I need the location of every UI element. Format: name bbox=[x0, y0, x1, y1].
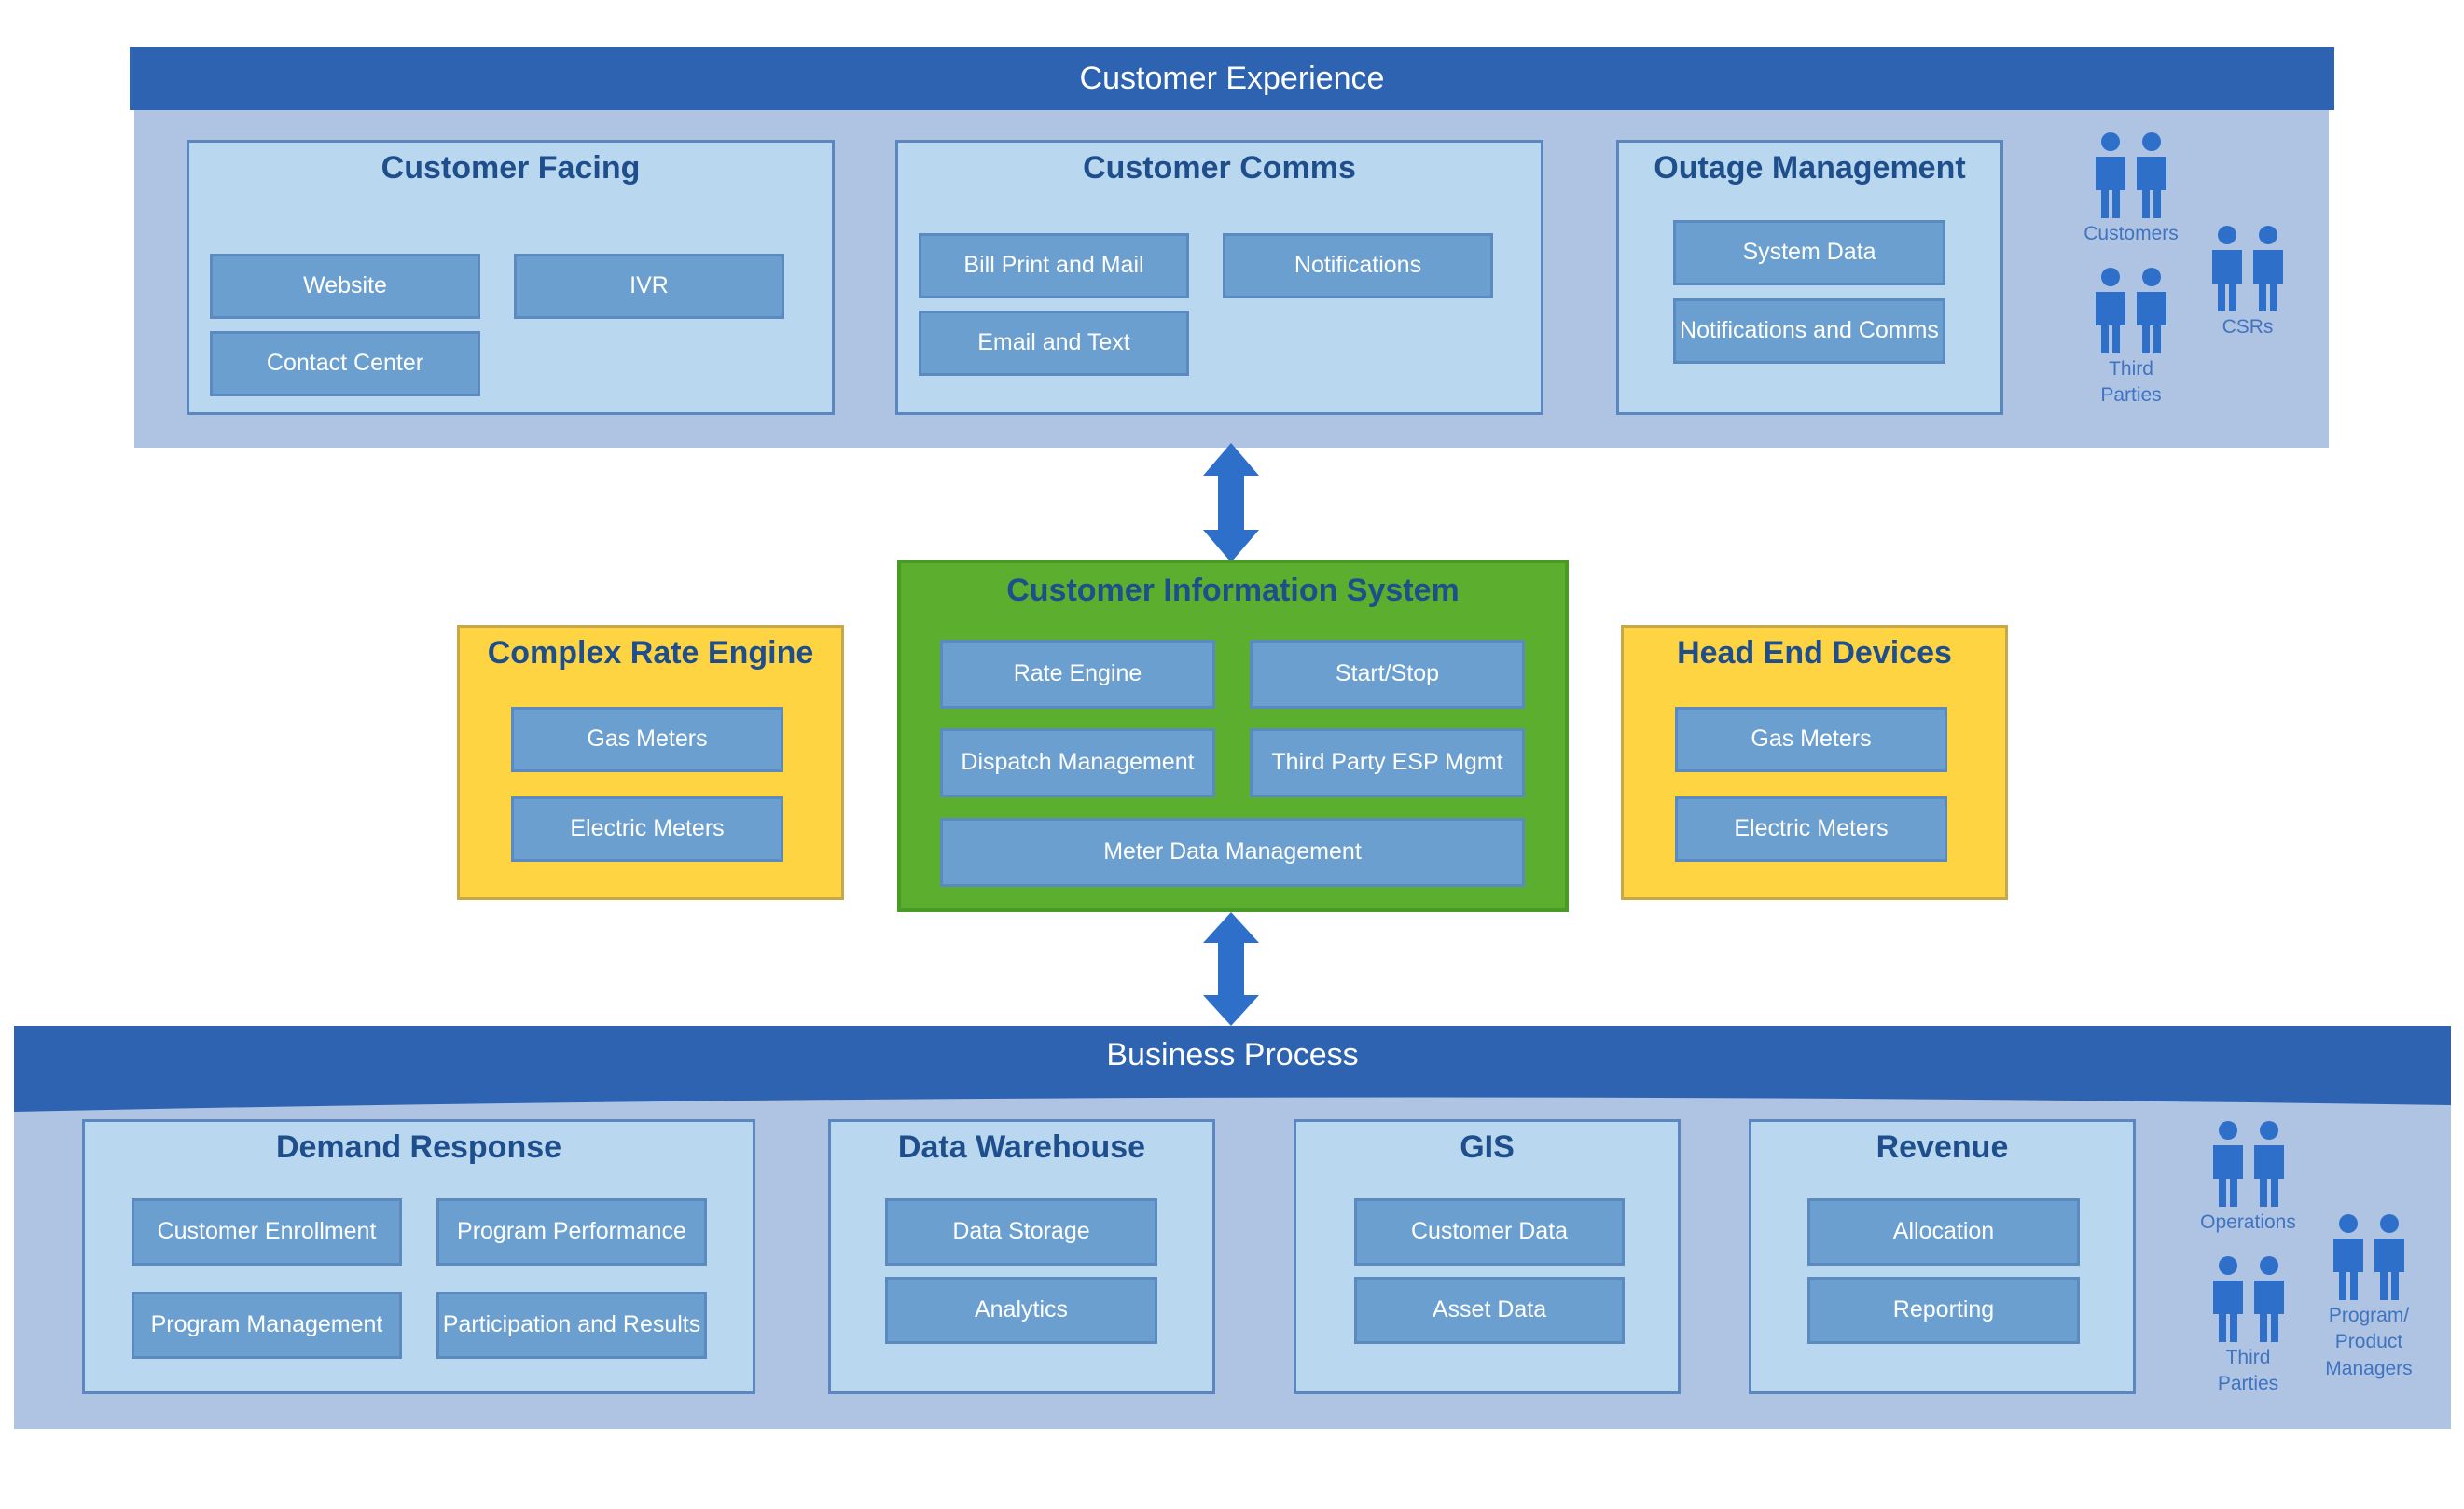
operations-icon bbox=[2212, 1121, 2284, 1207]
operations-actor: Operations bbox=[2180, 1119, 2316, 1236]
contact-center-box: Contact Center bbox=[210, 331, 480, 396]
data-warehouse-group: Data Warehouse Data Storage Analytics bbox=[828, 1119, 1215, 1394]
customer-enrollment-box: Customer Enrollment bbox=[132, 1198, 402, 1266]
website-box: Website bbox=[210, 254, 480, 319]
asset-data-box: Asset Data bbox=[1354, 1277, 1625, 1344]
rate-engine-box: Rate Engine bbox=[940, 640, 1215, 709]
participation-and-results-box: Participation and Results bbox=[436, 1292, 707, 1359]
gis-group: GIS Customer Data Asset Data bbox=[1294, 1119, 1681, 1394]
third-parties-actor: Third Parties bbox=[2061, 266, 2201, 409]
notifications-and-comms-box: Notifications and Comms bbox=[1673, 298, 1945, 364]
customer-comms-group: Customer Comms Bill Print and Mail Notif… bbox=[895, 140, 1543, 415]
gis-title: GIS bbox=[1460, 1129, 1515, 1165]
ivr-box: IVR bbox=[514, 254, 784, 319]
bp-third-parties-icon bbox=[2212, 1256, 2284, 1342]
revenue-group: Revenue Allocation Reporting bbox=[1749, 1119, 2136, 1394]
complex-rate-engine-group: Complex Rate Engine Gas Meters Electric … bbox=[457, 625, 844, 900]
third-parties-label: Third Parties bbox=[2100, 358, 2162, 407]
customers-label: Customers bbox=[2083, 223, 2179, 244]
customers-actor: Customers bbox=[2061, 131, 2201, 247]
third-parties-icon bbox=[2096, 268, 2166, 353]
start-stop-box: Start/Stop bbox=[1250, 640, 1525, 709]
system-data-box: System Data bbox=[1673, 220, 1945, 285]
analytics-box: Analytics bbox=[885, 1277, 1157, 1344]
customer-facing-group: Customer Facing Website IVR Contact Cent… bbox=[187, 140, 835, 415]
allocation-box: Allocation bbox=[1807, 1198, 2080, 1266]
csrs-actor: CSRs bbox=[2182, 224, 2313, 340]
top-double-arrow bbox=[1203, 443, 1259, 562]
customer-data-box: Customer Data bbox=[1354, 1198, 1625, 1266]
customer-experience-title: Customer Experience bbox=[130, 47, 2334, 110]
program-product-managers-icon bbox=[2333, 1214, 2404, 1300]
third-party-esp-mgmt-box: Third Party ESP Mgmt bbox=[1250, 728, 1525, 797]
hed-electric-meters-box: Electric Meters bbox=[1675, 796, 1947, 862]
customer-comms-title: Customer Comms bbox=[1083, 150, 1356, 186]
head-end-devices-group: Head End Devices Gas Meters Electric Met… bbox=[1621, 625, 2008, 900]
business-process-title-bar bbox=[14, 1026, 2451, 1112]
cis-title: Customer Information System bbox=[1006, 573, 1460, 608]
csrs-label: CSRs bbox=[2222, 316, 2274, 338]
program-product-managers-actor: Program/ Product Managers bbox=[2304, 1212, 2434, 1382]
data-warehouse-title: Data Warehouse bbox=[897, 1129, 1146, 1165]
bp-third-parties-actor: Third Parties bbox=[2180, 1254, 2316, 1398]
revenue-title: Revenue bbox=[1876, 1129, 2009, 1165]
customer-information-system-group: Customer Information System Rate Engine … bbox=[897, 560, 1569, 912]
operations-label: Operations bbox=[2200, 1211, 2296, 1233]
bp-third-parties-label: Third Parties bbox=[2217, 1347, 2279, 1395]
bottom-double-arrow bbox=[1203, 912, 1259, 1026]
customer-facing-title: Customer Facing bbox=[381, 150, 641, 186]
notifications-box: Notifications bbox=[1223, 233, 1493, 298]
meter-data-management-box: Meter Data Management bbox=[940, 818, 1525, 887]
data-storage-box: Data Storage bbox=[885, 1198, 1157, 1266]
customers-icon bbox=[2096, 132, 2166, 218]
outage-management-title: Outage Management bbox=[1654, 150, 1966, 186]
program-management-box: Program Management bbox=[132, 1292, 402, 1359]
dispatch-management-box: Dispatch Management bbox=[940, 728, 1215, 797]
cre-gas-meters-box: Gas Meters bbox=[511, 707, 783, 772]
complex-rate-engine-title: Complex Rate Engine bbox=[487, 635, 814, 671]
csrs-icon bbox=[2212, 226, 2283, 311]
outage-management-group: Outage Management System Data Notificati… bbox=[1616, 140, 2003, 415]
bill-print-and-mail-box: Bill Print and Mail bbox=[919, 233, 1189, 298]
cre-electric-meters-box: Electric Meters bbox=[511, 796, 783, 862]
reporting-box: Reporting bbox=[1807, 1277, 2080, 1344]
program-performance-box: Program Performance bbox=[436, 1198, 707, 1266]
email-and-text-box: Email and Text bbox=[919, 311, 1189, 376]
demand-response-group: Demand Response Customer Enrollment Prog… bbox=[82, 1119, 755, 1394]
program-product-managers-label: Program/ Product Managers bbox=[2325, 1305, 2413, 1379]
business-process-title: Business Process bbox=[1106, 1036, 1359, 1073]
hed-gas-meters-box: Gas Meters bbox=[1675, 707, 1947, 772]
demand-response-title: Demand Response bbox=[275, 1129, 562, 1165]
head-end-devices-title: Head End Devices bbox=[1677, 635, 1952, 671]
